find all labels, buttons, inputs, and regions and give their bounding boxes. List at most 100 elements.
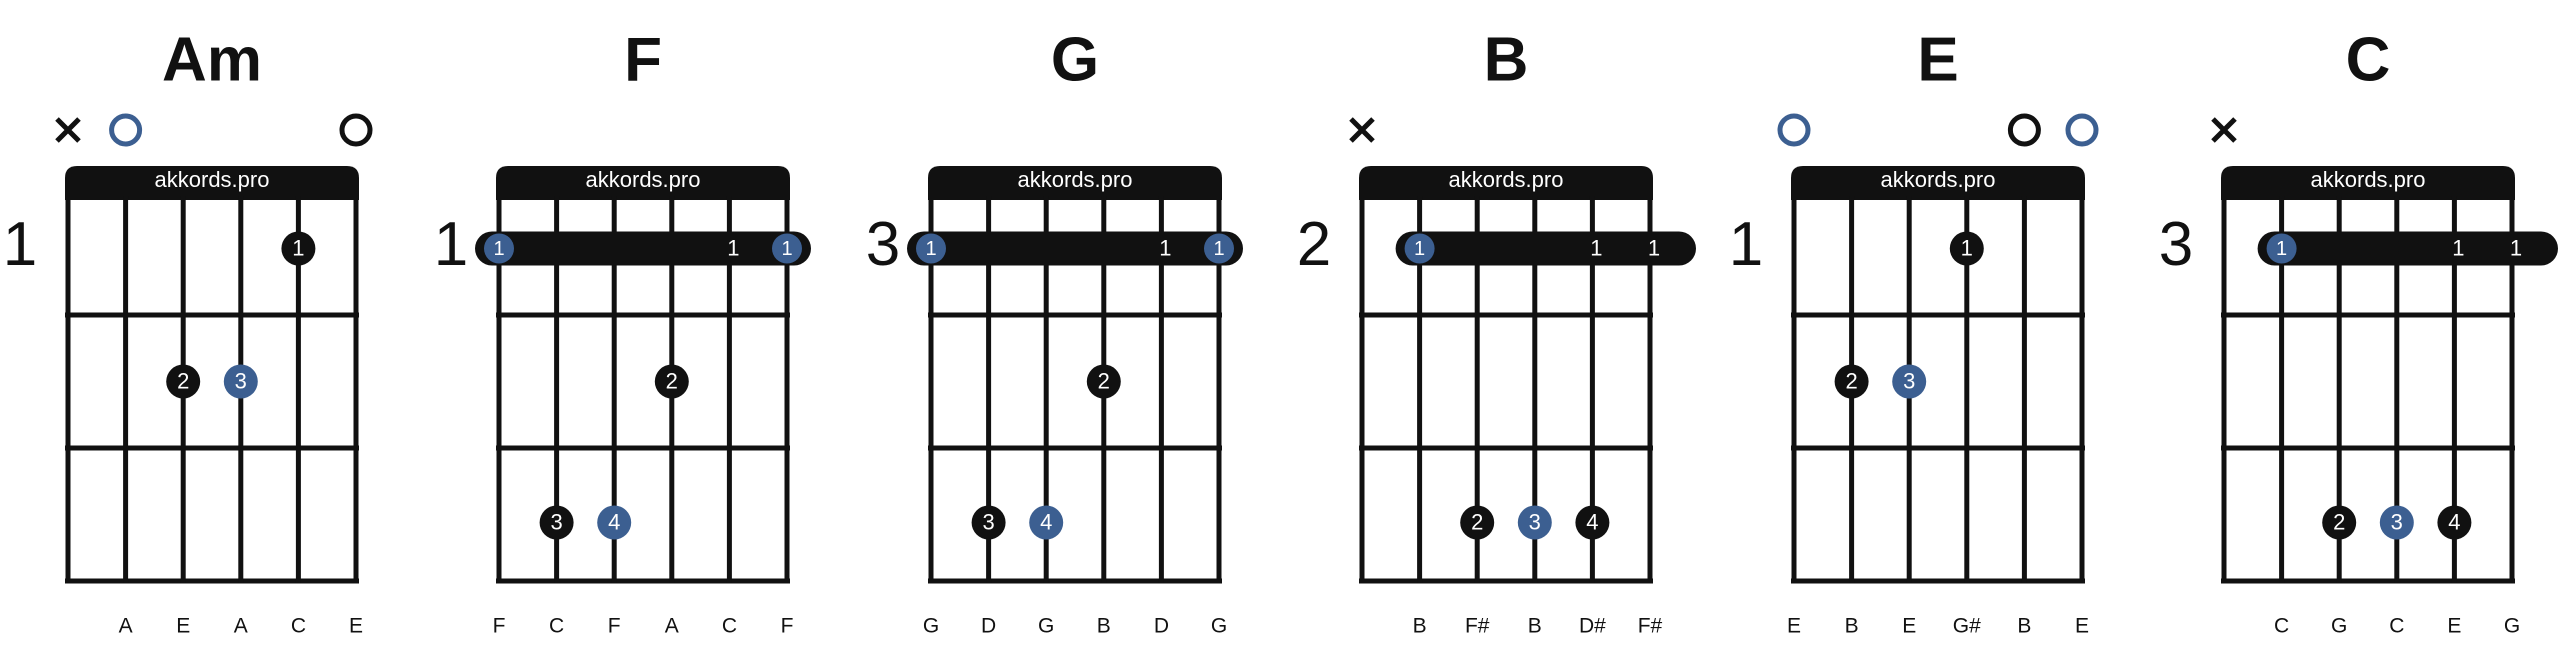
- string-note-label: E: [1902, 615, 1916, 638]
- brand-label: akkords.pro: [1449, 167, 1564, 192]
- string-note-label: B: [2017, 615, 2031, 638]
- muted-string-icon: [1349, 117, 1375, 143]
- barre-finger-dot: [916, 233, 946, 264]
- string-note-label: B: [1413, 615, 1427, 638]
- open-string-icon: [1777, 113, 1811, 147]
- finger-number: 2: [177, 368, 189, 393]
- finger-dot: [2379, 505, 2414, 540]
- string-note-label: F#: [1638, 615, 1663, 638]
- barre-bar: [2257, 231, 2558, 266]
- open-string-icon: [2007, 113, 2041, 147]
- barre-finger-number: 1: [1213, 238, 1224, 260]
- nut-bar: [2221, 166, 2515, 200]
- barre-bar: [907, 231, 1243, 266]
- chord-name: E: [1917, 25, 1958, 94]
- string-note-label: D: [1154, 615, 1169, 638]
- fret-number: 1: [434, 210, 468, 279]
- finger-dot: [1517, 505, 1552, 540]
- finger-number: 4: [2448, 509, 2460, 534]
- string-note-label: F: [493, 615, 506, 638]
- finger-dot: [2437, 505, 2472, 540]
- finger-number: 4: [1586, 509, 1598, 534]
- barre-bar: [475, 231, 811, 266]
- barre-finger-dot: [1404, 233, 1435, 264]
- finger-dot: [597, 505, 632, 540]
- finger-number: 3: [982, 509, 994, 534]
- finger-dot: [1086, 364, 1121, 399]
- finger-number: 3: [550, 509, 562, 534]
- fret-number: 2: [1297, 210, 1331, 279]
- string-note-label: E: [2075, 615, 2089, 638]
- string-note-label: G: [923, 615, 939, 638]
- finger-dot: [539, 505, 574, 540]
- finger-number: 2: [666, 368, 678, 393]
- fret-number: 3: [866, 210, 900, 279]
- brand-label: akkords.pro: [155, 167, 270, 192]
- finger-dot: [1029, 505, 1064, 540]
- string-note-label: G: [1211, 615, 1227, 638]
- barre-finger-dot: [2266, 233, 2297, 264]
- string-note-label: C: [291, 615, 306, 638]
- barre-finger-number: 1: [493, 238, 504, 260]
- barre-finger-dot: [1204, 233, 1234, 264]
- finger-number: 1: [292, 235, 304, 260]
- finger-number: 3: [1529, 509, 1541, 534]
- barre-end-label: 1: [2510, 235, 2522, 260]
- nut-bar: [928, 166, 1222, 200]
- finger-dot: [1892, 364, 1927, 399]
- finger-dot: [1949, 231, 1984, 266]
- fret-number: 3: [2159, 210, 2193, 279]
- finger-dot: [971, 505, 1006, 540]
- string-note-label: B: [1845, 615, 1859, 638]
- nut-bar: [496, 166, 790, 200]
- fret-number: 1: [3, 210, 37, 279]
- string-note-label: A: [234, 615, 248, 638]
- brand-label: akkords.pro: [1881, 167, 1996, 192]
- finger-dot: [166, 364, 201, 399]
- open-string-icon: [109, 113, 143, 147]
- chord-name: Am: [162, 25, 262, 94]
- open-string-icon: [339, 113, 373, 147]
- chord-name: B: [1484, 25, 1529, 94]
- chord-name: F: [624, 25, 662, 94]
- nut-bar: [1359, 166, 1653, 200]
- string-note-label: G: [2504, 615, 2520, 638]
- string-note-label: G: [2331, 615, 2347, 638]
- barre-finger-number: 1: [781, 238, 792, 260]
- barre-finger-number: 1: [1414, 238, 1425, 260]
- finger-dot: [2322, 505, 2357, 540]
- string-note-label: C: [549, 615, 564, 638]
- muted-string-icon: [2211, 117, 2237, 143]
- finger-number: 1: [1961, 235, 1973, 260]
- finger-dot: [1575, 505, 1610, 540]
- barre-finger-number: 1: [925, 238, 936, 260]
- string-note-label: D#: [1579, 615, 1606, 638]
- brand-label: akkords.pro: [2311, 167, 2426, 192]
- string-note-label: G: [1038, 615, 1054, 638]
- string-note-label: F: [781, 615, 794, 638]
- string-note-label: A: [119, 615, 133, 638]
- string-note-label: A: [665, 615, 679, 638]
- barre-finger-number: 1: [2276, 238, 2287, 260]
- string-note-label: C: [2389, 615, 2404, 638]
- nut-bar: [1791, 166, 2085, 200]
- barre-finger-label: 1: [1590, 235, 1602, 260]
- barre-finger-dot: [772, 233, 802, 264]
- barre-finger-label: 1: [1159, 235, 1171, 260]
- nut-bar: [65, 166, 359, 200]
- string-note-label: F#: [1465, 615, 1490, 638]
- string-note-label: E: [2447, 615, 2461, 638]
- string-note-label: D: [981, 615, 996, 638]
- barre-finger-label: 1: [727, 235, 739, 260]
- finger-dot: [281, 231, 316, 266]
- barre-finger-dot: [484, 233, 514, 264]
- barre-bar: [1395, 231, 1696, 266]
- finger-number: 4: [608, 509, 620, 534]
